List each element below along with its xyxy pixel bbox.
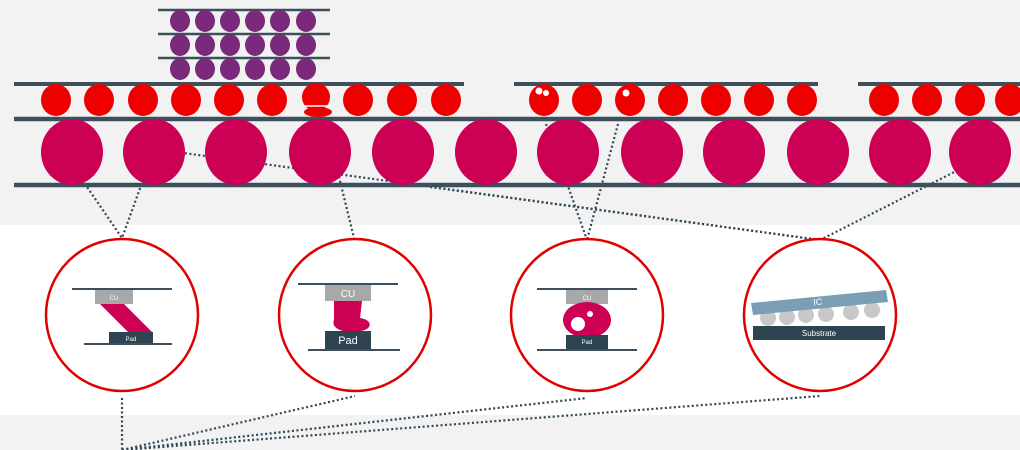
- void-large: [571, 317, 585, 331]
- detail-callout-tilted-bump: CU Pad: [44, 237, 200, 393]
- small-bump: [431, 84, 461, 116]
- small-bump: [869, 84, 899, 116]
- void-ball: [864, 302, 880, 318]
- cu-pillar: [95, 290, 133, 304]
- small-bump: [955, 84, 985, 116]
- large-bump: [205, 119, 267, 185]
- large-bump: [621, 119, 683, 185]
- small-bump: [128, 84, 158, 116]
- small-bump: [995, 84, 1020, 116]
- top-background: [0, 0, 1020, 225]
- stacked-bump-array: [170, 10, 316, 80]
- stack-bump: [170, 58, 190, 80]
- stack-bump: [220, 10, 240, 32]
- small-bump: [912, 84, 942, 116]
- detail-callout-necked-bump: CU Pad: [277, 237, 433, 393]
- stack-bump: [170, 34, 190, 56]
- void-ball: [818, 306, 834, 322]
- connector-line: [121, 396, 588, 450]
- stack-bump: [296, 10, 316, 32]
- void-small: [587, 311, 593, 317]
- stack-bump: [296, 34, 316, 56]
- large-bump: [787, 119, 849, 185]
- stack-bump: [270, 34, 290, 56]
- cu-label: CU: [583, 296, 592, 302]
- small-bump: [84, 84, 114, 116]
- detail-callout-voided-bump: CU Pad: [509, 237, 665, 393]
- large-bump: [372, 119, 434, 185]
- connector-line: [120, 149, 156, 239]
- rails: [14, 8, 1020, 188]
- large-bump: [703, 119, 765, 185]
- cu-label: CU: [341, 289, 355, 300]
- cu-label: CU: [110, 296, 119, 302]
- bottom-background: [0, 415, 1020, 450]
- void-highlight: [535, 87, 543, 95]
- pad-label: Pad: [338, 335, 358, 347]
- void-ball: [843, 304, 859, 320]
- pad-block: [109, 332, 153, 344]
- stack-bump: [245, 34, 265, 56]
- small-bump: [615, 84, 645, 116]
- void-ball: [760, 310, 776, 326]
- small-bump: [387, 84, 417, 116]
- large-bump: [537, 119, 599, 185]
- cu-pillar: [325, 285, 371, 301]
- detail-callout-tilted-die: IC Substrate: [742, 237, 898, 393]
- stack-bump: [195, 34, 215, 56]
- stack-bump: [170, 10, 190, 32]
- connector-line: [585, 123, 620, 241]
- stack-bump: [220, 58, 240, 80]
- stack-bump: [195, 10, 215, 32]
- void-highlight: [622, 89, 630, 97]
- small-bump: [744, 84, 774, 116]
- stack-bump: [195, 58, 215, 80]
- cu-pillar: [566, 290, 608, 304]
- stack-bump: [220, 34, 240, 56]
- stack-bump: [296, 58, 316, 80]
- small-bump: [257, 84, 287, 116]
- small-bump: [658, 84, 688, 116]
- small-bump: [343, 84, 373, 116]
- void-ball: [798, 307, 814, 323]
- large-bump-row: [41, 119, 1011, 185]
- void-highlight: [543, 90, 549, 96]
- small-bump: [171, 84, 201, 116]
- large-bump: [41, 119, 103, 185]
- substrate-label: Substrate: [802, 329, 837, 338]
- pad-label: Pad: [582, 340, 593, 346]
- necked-small-bump: [302, 83, 330, 111]
- stack-bump: [245, 58, 265, 80]
- ic-label: IC: [813, 297, 823, 308]
- stack-bump: [270, 10, 290, 32]
- large-bump: [123, 119, 185, 185]
- tilted-solder: [100, 304, 152, 332]
- connector-line: [121, 394, 356, 450]
- small-bump-row: [41, 83, 1020, 117]
- void-ball: [779, 309, 795, 325]
- small-bump: [701, 84, 731, 116]
- ic-die: [751, 290, 888, 315]
- large-bump: [455, 119, 517, 185]
- stack-bump: [245, 10, 265, 32]
- solder-ball: [563, 302, 611, 338]
- small-bump: [572, 84, 602, 116]
- small-bump: [787, 84, 817, 116]
- small-bump: [41, 84, 71, 116]
- necked-solder: [333, 301, 370, 332]
- pad-label: Pad: [126, 337, 137, 343]
- large-bump: [869, 119, 931, 185]
- small-bump: [214, 84, 244, 116]
- small-bump: [529, 84, 559, 116]
- stack-bump: [270, 58, 290, 80]
- pad-block: [325, 331, 371, 349]
- large-bump: [289, 119, 351, 185]
- substrate-bar: [753, 326, 885, 340]
- large-bump: [949, 119, 1011, 185]
- necked-bump-foot: [304, 107, 332, 117]
- pad-block: [566, 335, 608, 349]
